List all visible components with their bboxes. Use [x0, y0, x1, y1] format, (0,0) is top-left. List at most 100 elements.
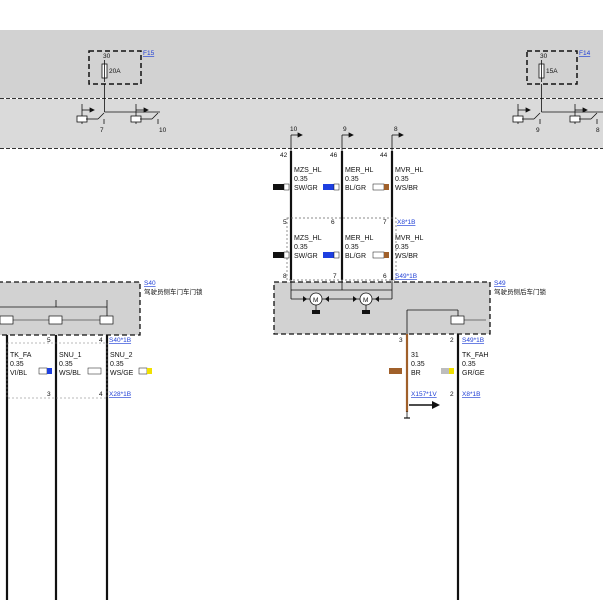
svg-text:0.35: 0.35	[411, 361, 425, 368]
pin-7: 7	[383, 219, 387, 226]
svg-text:BL/GR: BL/GR	[345, 185, 366, 192]
fuse-f14: 30 15A F14	[526, 50, 591, 112]
pin-5: 5	[283, 219, 287, 226]
relay-pin-8: 8	[596, 127, 600, 134]
module-s49-link[interactable]: S49	[494, 280, 506, 287]
connector-x8-link[interactable]: X8*1B	[397, 219, 415, 226]
stub-label-9: 9	[343, 126, 347, 133]
switch-symbol	[99, 315, 114, 325]
svg-text:0.35: 0.35	[345, 176, 359, 183]
svg-text:WS/BR: WS/BR	[395, 253, 418, 260]
svg-text:0.35: 0.35	[345, 244, 359, 251]
pin-3-left: 3	[47, 391, 51, 398]
connector-s49b-link[interactable]: S49*1B	[462, 337, 484, 344]
relay-group-left	[76, 104, 160, 124]
svg-text:31: 31	[411, 352, 419, 359]
svg-text:0.35: 0.35	[294, 244, 308, 251]
stub-label-8: 8	[394, 126, 398, 133]
fuse-f15-rating: 20A	[109, 68, 121, 75]
fuse-f14-rating: 15A	[546, 68, 558, 75]
svg-text:VI/BL: VI/BL	[10, 370, 27, 377]
svg-text:0.35: 0.35	[395, 244, 409, 251]
module-s49-desc: 驾驶员侧后车门锁	[494, 287, 547, 296]
svg-text:SW/GR: SW/GR	[294, 185, 318, 192]
svg-text:SNU_2: SNU_2	[110, 352, 133, 359]
continuation-arrow	[409, 401, 440, 409]
svg-text:M: M	[313, 297, 318, 304]
connector-s49-link[interactable]: S49*1B	[395, 273, 417, 280]
relay-pin-7: 7	[100, 127, 104, 134]
pin-2-right: 2	[450, 337, 454, 344]
module-s40-link[interactable]: S40	[144, 280, 156, 287]
svg-text:M: M	[363, 297, 368, 304]
pin-46: 46	[330, 152, 338, 159]
svg-text:WS/BR: WS/BR	[395, 185, 418, 192]
svg-text:0.35: 0.35	[294, 176, 308, 183]
connector-x8b-link[interactable]: X8*1B	[462, 391, 480, 398]
svg-text:BR: BR	[411, 370, 421, 377]
svg-text:SNU_1: SNU_1	[59, 352, 82, 359]
pin-44: 44	[380, 152, 388, 159]
svg-text:MZS_HL: MZS_HL	[294, 167, 322, 174]
wire-label-snu-2: SNU_2 0.35 WS/GE	[110, 352, 152, 377]
svg-text:MER_HL: MER_HL	[345, 167, 374, 174]
svg-text:0.35: 0.35	[395, 176, 409, 183]
wire-label-31: 31 0.35 BR	[389, 352, 425, 377]
relay-pin-9: 9	[536, 127, 540, 134]
pin-7b: 7	[333, 273, 337, 280]
pin-8: 8	[283, 273, 287, 280]
relay-band	[0, 99, 603, 148]
svg-text:MZS_HL: MZS_HL	[294, 235, 322, 242]
svg-text:0.35: 0.35	[10, 361, 24, 368]
wire-label-mer-lower: MER_HL 0.35 BL/GR	[323, 235, 374, 260]
fuse-f15: 30 20A F15	[88, 50, 155, 112]
center-top-stubs	[290, 132, 404, 151]
stub-label-10: 10	[290, 126, 298, 133]
svg-text:MVR_HL: MVR_HL	[395, 235, 424, 242]
ground-ref-link[interactable]: X157*1V	[411, 391, 437, 398]
pin-42: 42	[280, 152, 288, 159]
connector-x28-link[interactable]: X28*1B	[109, 391, 131, 398]
fuse-f14-link[interactable]: F14	[579, 50, 591, 57]
wire-label-mzs-lower: MZS_HL 0.35 SW/GR	[273, 235, 322, 260]
center-wires	[289, 151, 394, 280]
wire-label-tk-fa: TK_FA 0.35 VI/BL	[10, 352, 52, 377]
pin-4-left: 4	[99, 337, 103, 344]
svg-text:WS/GE: WS/GE	[110, 370, 134, 377]
relay-pin-10: 10	[159, 127, 167, 134]
wire-label-snu-1: SNU_1 0.35 WS/BL	[59, 352, 102, 377]
fuse-f14-slot: 30	[540, 53, 548, 60]
wire-label-mvr-upper: MVR_HL 0.35 WS/BR	[372, 167, 424, 192]
wire-label-mvr-lower: MVR_HL 0.35 WS/BR	[372, 235, 424, 260]
pin-5-left: 5	[47, 337, 51, 344]
module-s40-desc: 驾驶员侧车门车门锁	[144, 287, 203, 296]
relay-group-right	[512, 104, 603, 124]
fuse-band	[0, 30, 603, 98]
connector-s40-link[interactable]: S40*1B	[109, 337, 131, 344]
svg-text:BL/GR: BL/GR	[345, 253, 366, 260]
pin-4-left-bottom: 4	[99, 391, 103, 398]
svg-text:MER_HL: MER_HL	[345, 235, 374, 242]
connector-x8-box	[286, 217, 397, 281]
svg-text:WS/BL: WS/BL	[59, 370, 81, 377]
wire-label-mzs-upper: MZS_HL 0.35 SW/GR	[273, 167, 322, 192]
ground-symbol	[404, 411, 410, 419]
fuse-f15-link[interactable]: F15	[143, 50, 155, 57]
pin-6: 6	[331, 219, 335, 226]
svg-text:0.35: 0.35	[110, 361, 124, 368]
module-s40	[0, 281, 141, 336]
fuse-f15-slot: 30	[103, 53, 111, 60]
svg-text:TK_FAH: TK_FAH	[462, 352, 488, 359]
svg-text:TK_FA: TK_FA	[10, 352, 32, 359]
switch-symbol	[48, 315, 63, 325]
switch-symbol	[450, 315, 465, 325]
svg-text:SW/GR: SW/GR	[294, 253, 318, 260]
svg-text:MVR_HL: MVR_HL	[395, 167, 424, 174]
pin-3-right: 3	[399, 337, 403, 344]
svg-text:0.35: 0.35	[462, 361, 476, 368]
wire-label-mer-upper: MER_HL 0.35 BL/GR	[323, 167, 374, 192]
svg-text:0.35: 0.35	[59, 361, 73, 368]
switch-symbol	[0, 315, 14, 325]
wire-label-tk-fah: TK_FAH 0.35 GR/GE	[441, 352, 488, 377]
